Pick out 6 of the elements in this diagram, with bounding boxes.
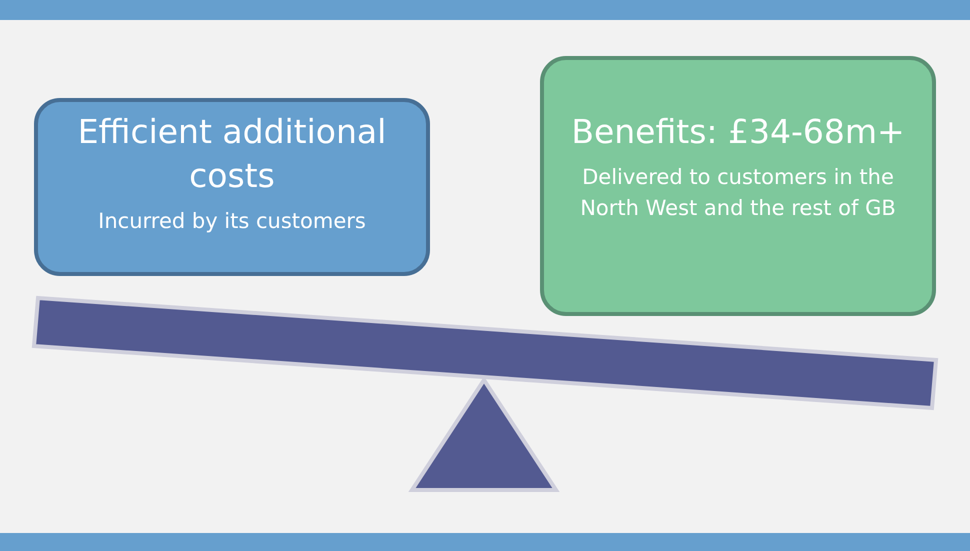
heading: Benefits: £34-68m+	[571, 111, 905, 153]
text-box	[540, 56, 936, 316]
heading: Efficient additional costs	[76, 111, 388, 197]
description: Incurred by its customers	[98, 208, 366, 235]
text-box	[34, 98, 430, 276]
description: Delivered to customers in the North West and the rest of GB	[579, 164, 897, 222]
